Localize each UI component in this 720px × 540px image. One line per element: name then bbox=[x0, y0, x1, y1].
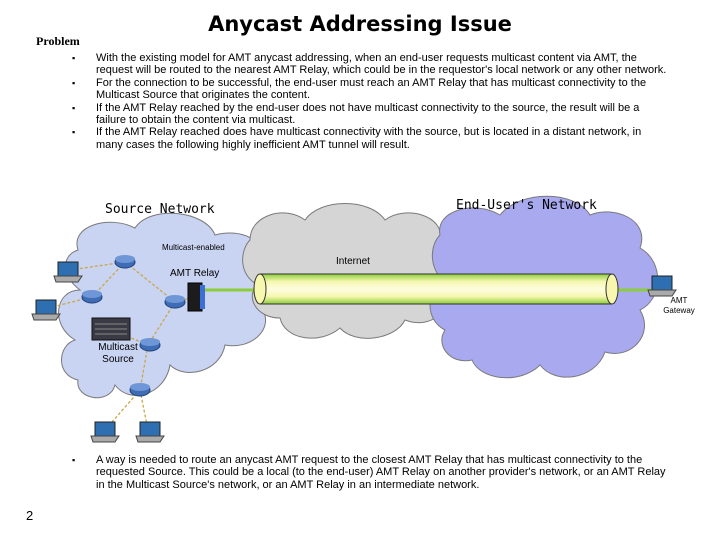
amt-gateway-label: AMT Gateway bbox=[654, 296, 704, 316]
page-number: 2 bbox=[26, 508, 34, 523]
bullet-marker: ▪ bbox=[72, 53, 76, 63]
bottom-bullet: ▪ A way is needed to route an anycast AMT… bbox=[70, 454, 670, 491]
section-label: Problem bbox=[36, 34, 80, 48]
multicast-source-label: Multicast Source bbox=[94, 342, 142, 366]
multicast-source-server-icon bbox=[91, 317, 131, 341]
bullet-item: ▪ With the existing model for AMT anycast… bbox=[70, 52, 670, 77]
router-icon bbox=[81, 290, 103, 304]
end-user-network-label: End-User's Network bbox=[456, 198, 597, 213]
bullet-marker: ▪ bbox=[72, 77, 76, 88]
laptop-icon bbox=[135, 421, 165, 443]
bullet-text: A way is needed to route an anycast AMT … bbox=[96, 454, 666, 491]
amt-gateway-laptop-icon bbox=[647, 275, 677, 297]
bullet-text: For the connection to be successful, the… bbox=[96, 76, 647, 102]
laptop-icon bbox=[53, 261, 83, 283]
bullet-marker: ▪ bbox=[72, 102, 76, 113]
bullet-marker: ▪ bbox=[72, 127, 76, 138]
bullet-text: If the AMT Relay reached by the end-user… bbox=[96, 101, 640, 127]
amt-gateway-label-line1: AMT bbox=[670, 296, 688, 305]
bullet-text: If the AMT Relay reached does have multi… bbox=[96, 126, 642, 151]
bullet-list: ▪ With the existing model for AMT anycast… bbox=[70, 52, 670, 151]
multicast-source-label-line2: Source bbox=[102, 354, 134, 365]
bullet-item: ▪ If the AMT Relay reached by the end-use… bbox=[70, 102, 670, 127]
laptop-icon bbox=[31, 299, 61, 321]
laptop-icon bbox=[90, 421, 120, 443]
router-icon bbox=[114, 255, 136, 269]
multicast-enabled-label: Multicast-enabled bbox=[162, 243, 225, 252]
bullet-item: ▪ A way is needed to route an anycast AMT… bbox=[70, 454, 670, 491]
router-icon bbox=[129, 383, 151, 397]
multicast-source-label-line1: Multicast bbox=[98, 342, 138, 353]
router-icon bbox=[164, 295, 186, 309]
amt-gateway-label-line2: Gateway bbox=[663, 306, 695, 315]
router-icon bbox=[139, 338, 161, 352]
bullet-item: ▪ If the AMT Relay reached does have mult… bbox=[70, 126, 670, 151]
amt-relay-label: AMT Relay bbox=[170, 268, 220, 279]
bullet-marker: ▪ bbox=[72, 455, 76, 465]
amt-relay-server-icon bbox=[187, 282, 205, 312]
bullet-text: With the existing model for AMT anycast … bbox=[96, 52, 667, 77]
bullet-item: ▪ For the connection to be successful, th… bbox=[70, 77, 670, 102]
internet-label: Internet bbox=[336, 256, 370, 267]
internet-cloud bbox=[242, 203, 460, 339]
amt-tunnel bbox=[205, 273, 660, 305]
source-network-label: Source Network bbox=[105, 202, 215, 217]
slide-title: Anycast Addressing Issue bbox=[208, 12, 512, 36]
